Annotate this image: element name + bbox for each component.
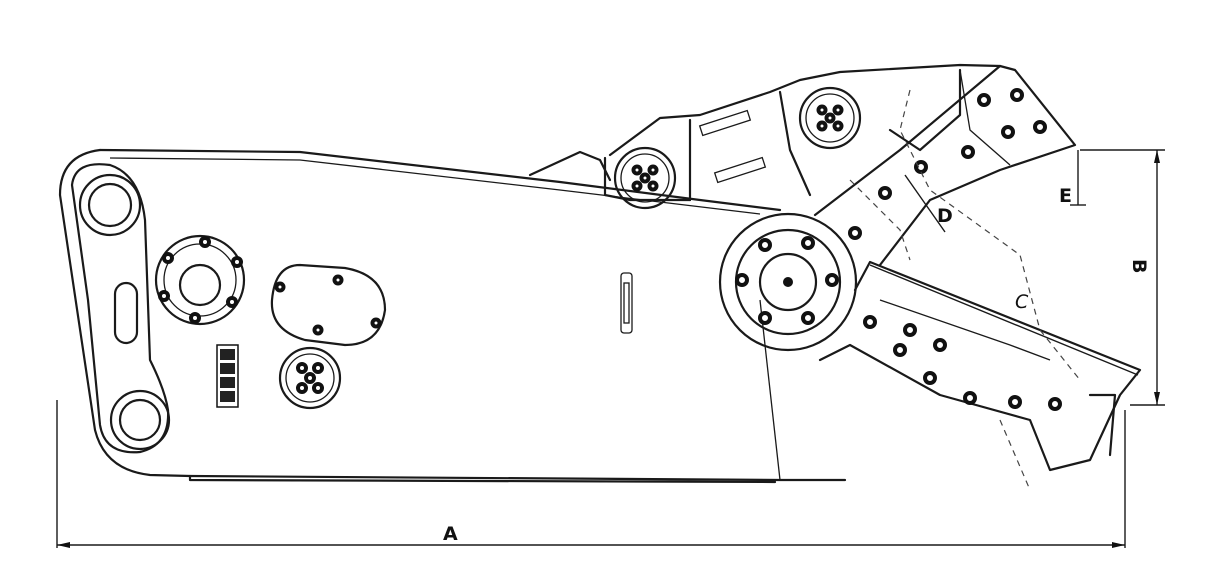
rotation-flange: [154, 234, 246, 326]
shear-body: [58, 148, 847, 484]
dimension-label-e: E: [1059, 185, 1072, 207]
hydraulic-port: [278, 346, 342, 410]
mounting-bracket: [70, 163, 171, 454]
dimension-d: [904, 174, 946, 233]
dimension-label-d: D: [937, 205, 953, 227]
nameplate: [216, 344, 239, 408]
dimension-label-a: A: [443, 523, 458, 545]
dimension-b: [1080, 149, 1165, 406]
jaw-opening-envelope: [849, 89, 1081, 491]
dimension-e: [1070, 150, 1086, 206]
lower-jaw: [818, 260, 1142, 472]
dimension-a: [56, 400, 1126, 548]
dimension-label-b: B: [1128, 259, 1150, 273]
upper-jaw: [813, 64, 1077, 267]
cylinder-assembly: [528, 63, 1002, 210]
center-slot: [620, 272, 633, 334]
dimension-label-c: C: [1015, 291, 1029, 313]
dimension-c: [869, 264, 1139, 376]
oval-cover-plate: [270, 263, 387, 347]
main-pivot: [718, 212, 858, 352]
